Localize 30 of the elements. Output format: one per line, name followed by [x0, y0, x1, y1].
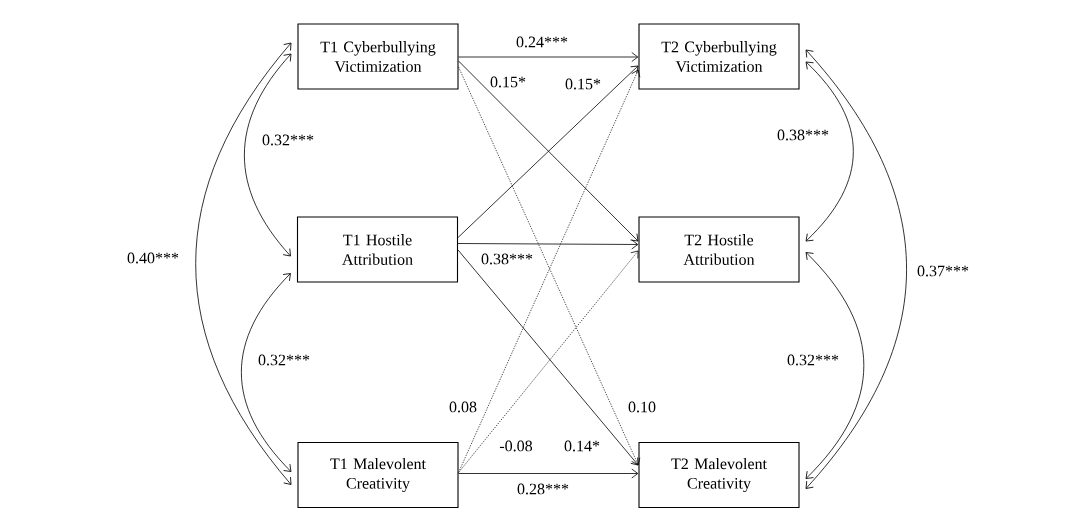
curved-double-arrow — [805, 61, 854, 242]
variable-box: T1 Cyberbullying Victimization — [297, 23, 459, 90]
edge-label: 0.10 — [627, 400, 657, 414]
edge-label: 0.37*** — [916, 264, 970, 278]
edge-label: 0.28*** — [516, 482, 570, 496]
variable-box: T2 Hostile Attribution — [638, 216, 800, 283]
edge-label: 0.38*** — [776, 128, 830, 142]
curved-double-arrow — [240, 273, 292, 472]
edge-label: 0.32*** — [261, 133, 315, 147]
arrow — [458, 52, 639, 62]
edge-label: 0.14* — [563, 439, 601, 453]
edge-label: 0.15* — [489, 75, 527, 89]
edge-label: 0.40*** — [126, 251, 180, 265]
edge-label: 0.32*** — [786, 353, 840, 367]
variable-box: T1 Hostile Attribution — [296, 216, 459, 283]
edge-label: 0.32*** — [257, 353, 311, 367]
variable-box: T2 Malevolent Creativity — [638, 441, 800, 509]
variable-box: T2 Cyberbullying Victimization — [638, 23, 800, 90]
edge-label: -0.08 — [498, 439, 534, 453]
curved-double-arrow — [195, 42, 292, 485]
curved-double-arrow — [243, 53, 292, 257]
edge-label: 0.08 — [448, 400, 478, 414]
edge-label: 0.24*** — [515, 35, 569, 49]
edge-label: 0.38*** — [480, 252, 534, 266]
edge-label: 0.15* — [564, 77, 602, 91]
curved-double-arrow — [805, 49, 907, 489]
arrow — [457, 239, 639, 250]
curved-double-arrow — [805, 252, 865, 479]
variable-box: T1 Malevolent Creativity — [297, 441, 459, 509]
arrow — [458, 468, 639, 479]
